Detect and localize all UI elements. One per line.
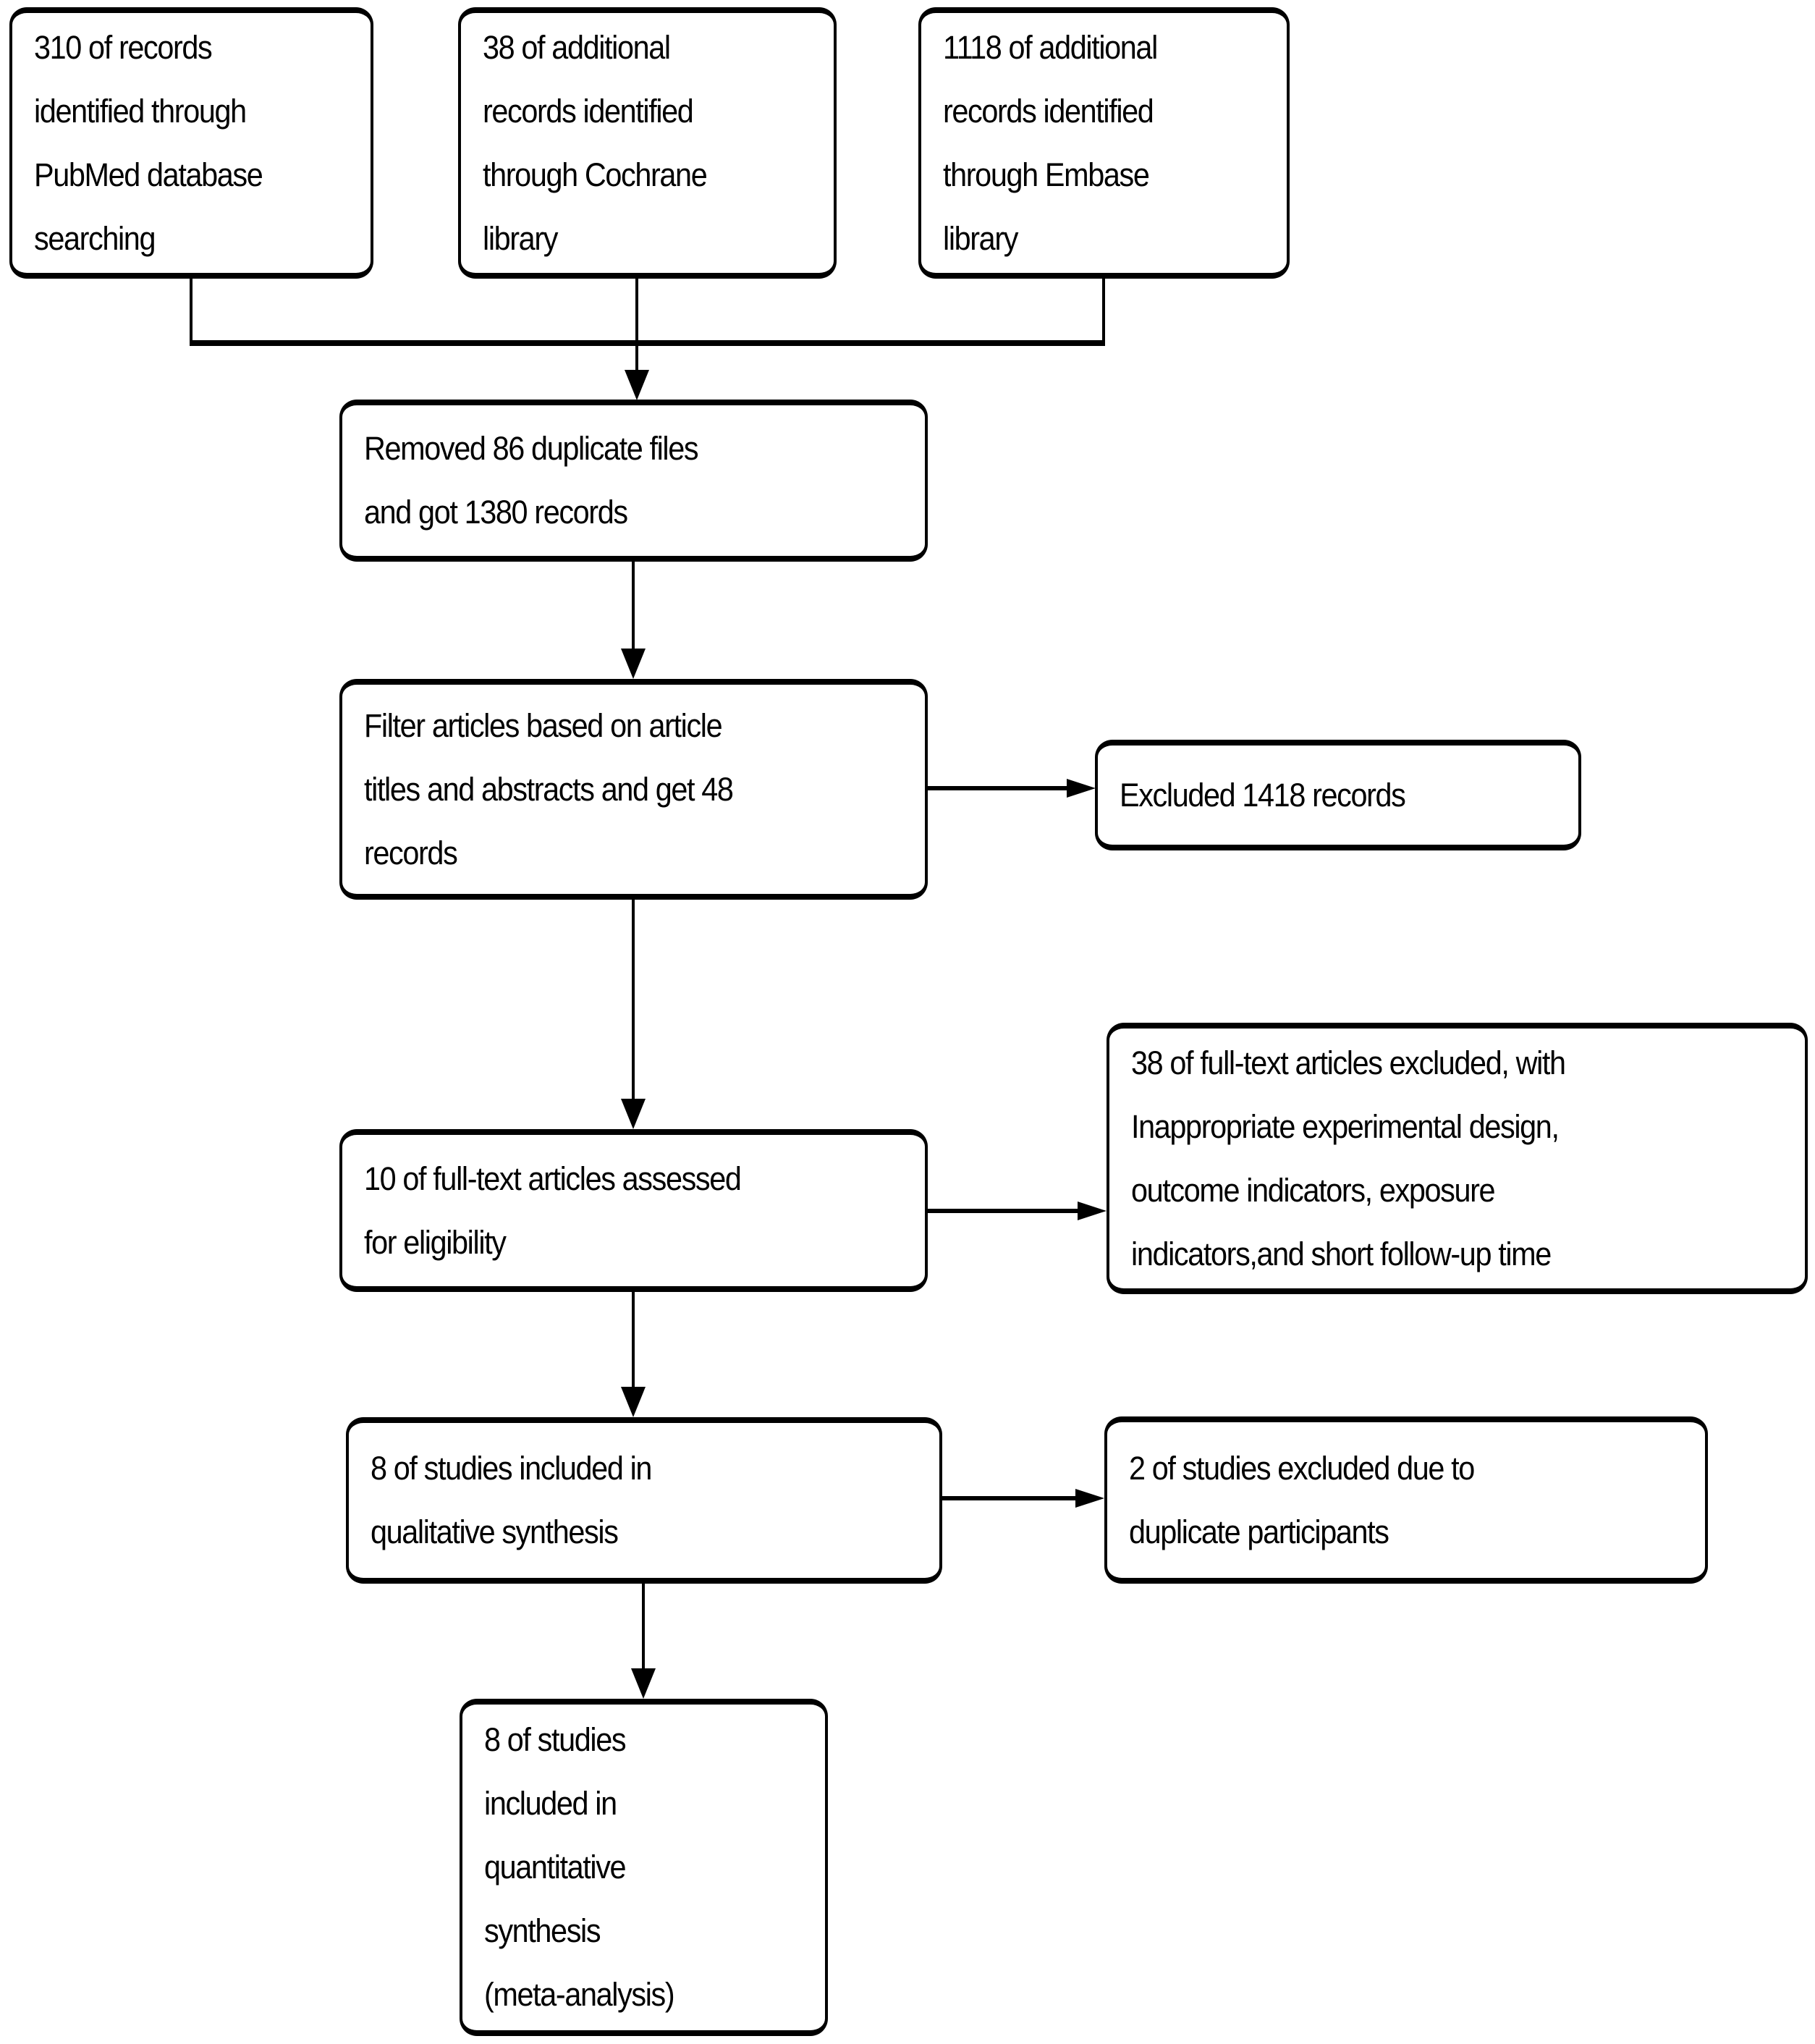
box-qualitative-synthesis-text: 8 of studies included in qualitative syn… bbox=[371, 1450, 652, 1550]
arrowhead-down-icon bbox=[625, 370, 649, 400]
connector-cochrane-down-line bbox=[635, 277, 638, 371]
connector-qualitative-to-quantitative-line bbox=[642, 1584, 645, 1670]
box-excluded-records-text: Excluded 1418 records bbox=[1120, 776, 1406, 814]
connector-filter-to-fulltext-line bbox=[632, 900, 635, 1099]
box-fulltext-excluded-text: 38 of full-text articles excluded, with … bbox=[1131, 1044, 1566, 1272]
box-removed-duplicates-text: Removed 86 duplicate files and got 1380 … bbox=[364, 430, 699, 531]
box-excluded-duplicate-participants-text: 2 of studies excluded due to duplicate p… bbox=[1129, 1449, 1475, 1550]
box-fulltext-assessed-text: 10 of full-text articles assessed for el… bbox=[364, 1160, 742, 1261]
box-cochrane-records-text: 38 of additional records identified thro… bbox=[483, 28, 708, 257]
box-excluded-records: Excluded 1418 records bbox=[1095, 740, 1581, 850]
connector-fulltext-to-excluded-line bbox=[928, 1209, 1079, 1213]
connector-filter-to-excluded-line bbox=[928, 786, 1070, 790]
box-cochrane-records: 38 of additional records identified thro… bbox=[458, 7, 837, 279]
box-quantitative-synthesis: 8 of studies included in quantitative sy… bbox=[460, 1699, 828, 2036]
box-pubmed-records-text: 310 of records identified through PubMed… bbox=[34, 28, 263, 257]
arrowhead-down-icon bbox=[621, 1387, 646, 1417]
box-fulltext-excluded: 38 of full-text articles excluded, with … bbox=[1107, 1023, 1808, 1294]
box-qualitative-synthesis: 8 of studies included in qualitative syn… bbox=[346, 1417, 942, 1584]
box-embase-records: 1118 of additional records identified th… bbox=[918, 7, 1290, 279]
box-fulltext-assessed: 10 of full-text articles assessed for el… bbox=[339, 1129, 928, 1292]
box-filter-titles-abstracts-text: Filter articles based on article titles … bbox=[364, 706, 734, 871]
box-quantitative-synthesis-text: 8 of studies included in quantitative sy… bbox=[484, 1721, 675, 2013]
box-pubmed-records: 310 of records identified through PubMed… bbox=[9, 7, 373, 279]
connector-removed-to-filter-line bbox=[632, 562, 635, 650]
connector-merge-horizontal-line bbox=[190, 340, 1105, 346]
arrowhead-down-icon bbox=[621, 1099, 646, 1129]
box-removed-duplicates: Removed 86 duplicate files and got 1380 … bbox=[339, 400, 928, 562]
arrowhead-right-icon bbox=[1078, 1202, 1107, 1220]
arrowhead-right-icon bbox=[1067, 779, 1096, 798]
connector-fulltext-to-qualitative-line bbox=[632, 1292, 635, 1388]
connector-qualitative-to-excluded-line bbox=[942, 1496, 1077, 1500]
arrowhead-down-icon bbox=[621, 649, 646, 679]
box-embase-records-text: 1118 of additional records identified th… bbox=[943, 28, 1158, 257]
arrowhead-down-icon bbox=[631, 1668, 656, 1699]
connector-embase-down-line bbox=[1102, 277, 1105, 343]
box-filter-titles-abstracts: Filter articles based on article titles … bbox=[339, 679, 928, 900]
arrowhead-right-icon bbox=[1075, 1489, 1104, 1508]
connector-pubmed-down-line bbox=[190, 277, 192, 343]
box-excluded-duplicate-participants: 2 of studies excluded due to duplicate p… bbox=[1104, 1416, 1708, 1584]
